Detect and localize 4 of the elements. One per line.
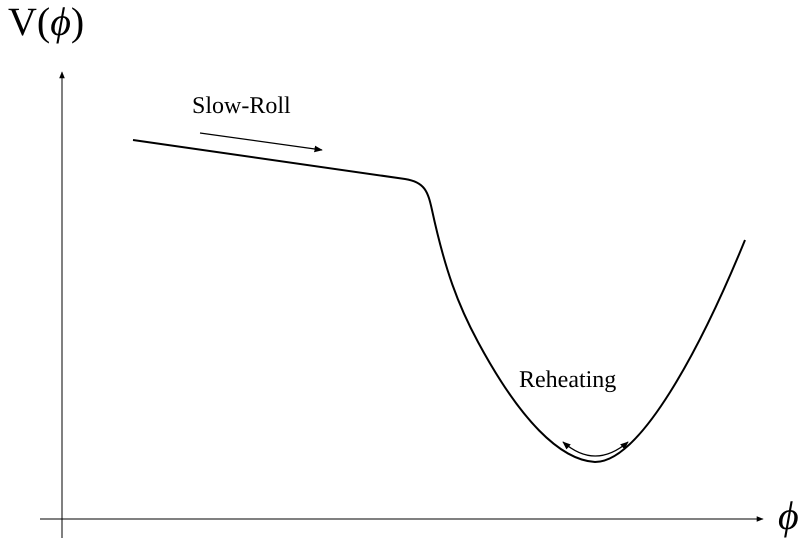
axis-label: V(ϕ) xyxy=(8,2,84,42)
phase-label: Reheating xyxy=(519,368,616,392)
phase-label: Slow-Roll xyxy=(192,94,291,118)
axis-label: ϕ xyxy=(778,496,799,536)
